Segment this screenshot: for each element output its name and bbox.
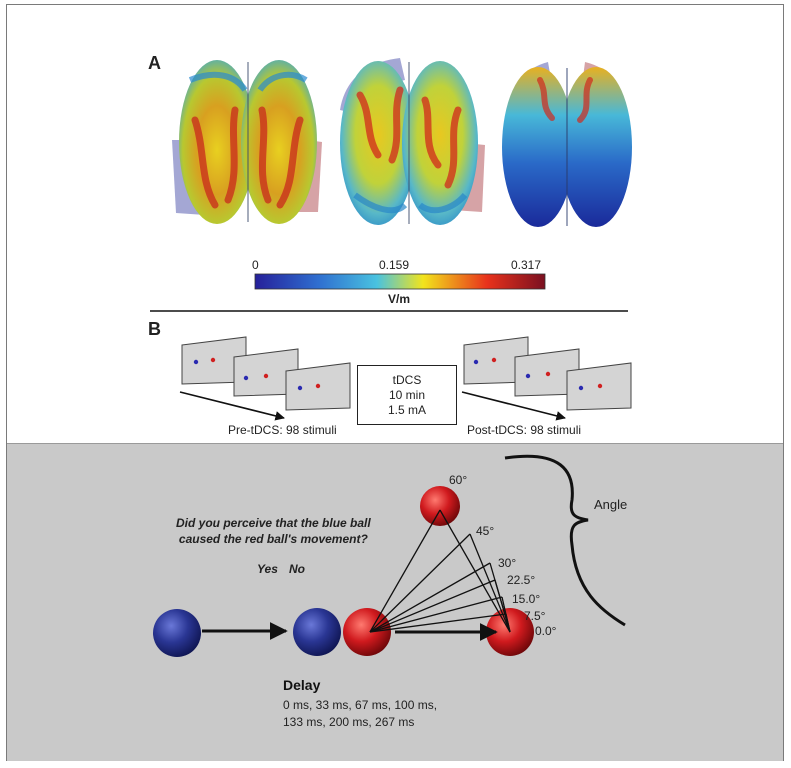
blue-ball-contact	[293, 608, 341, 656]
brain-2	[340, 58, 485, 225]
angle-label-0: 0.0°	[535, 624, 557, 638]
angle-label-7-5: 7.5°	[524, 609, 546, 623]
colorbar-mid-label: 0.159	[379, 258, 410, 272]
angle-label-60: 60°	[449, 473, 468, 487]
colorbar-max-label: 0.317	[511, 258, 542, 272]
question-line2: caused the red ball's movement?	[178, 532, 368, 546]
angle-label-22-5: 22.5°	[507, 573, 536, 587]
red-ball-end-60	[420, 486, 460, 526]
tdcs-line1: tDCS	[392, 372, 422, 387]
brain-3	[502, 62, 632, 227]
yes-option: Yes	[257, 562, 278, 576]
tdcs-box: tDCS 10 min 1.5 mA	[357, 365, 457, 425]
angle-brace	[504, 454, 626, 627]
pre-tdcs-caption: Pre-tDCS: 98 stimuli	[228, 423, 337, 437]
panel-a-letter: A	[148, 53, 161, 73]
colorbar-min-label: 0	[252, 258, 259, 272]
no-option: No	[289, 562, 305, 576]
angle-title: Angle	[594, 497, 628, 512]
stimulus-panel-background	[7, 443, 783, 761]
question-line1: Did you perceive that the blue ball	[176, 516, 371, 530]
pre-screens	[179, 336, 351, 421]
colorbar-unit: V/m	[388, 292, 411, 306]
colorbar	[254, 273, 546, 290]
tdcs-line2: 10 min	[388, 387, 426, 402]
question-text: Did you perceive that the blue ball caus…	[176, 515, 371, 547]
angle-label-15: 15.0°	[512, 592, 541, 606]
delay-title: Delay	[283, 677, 321, 693]
tdcs-line3: 1.5 mA	[387, 402, 426, 417]
post-tdcs-caption: Post-tDCS: 98 stimuli	[467, 423, 582, 437]
delay-line2: 133 ms, 200 ms, 267 ms	[283, 715, 415, 729]
angle-label-30: 30°	[498, 556, 517, 570]
panel-b-letter: B	[148, 319, 161, 339]
post-screens	[461, 336, 632, 421]
delay-values: 0 ms, 33 ms, 67 ms, 100 ms, 133 ms, 200 …	[283, 697, 437, 731]
brain-1	[172, 60, 322, 224]
delay-line1: 0 ms, 33 ms, 67 ms, 100 ms,	[283, 698, 438, 712]
blue-ball-start	[153, 609, 201, 657]
angle-fan	[369, 509, 511, 633]
angle-label-45: 45°	[476, 524, 495, 538]
red-ball-start	[343, 608, 391, 656]
